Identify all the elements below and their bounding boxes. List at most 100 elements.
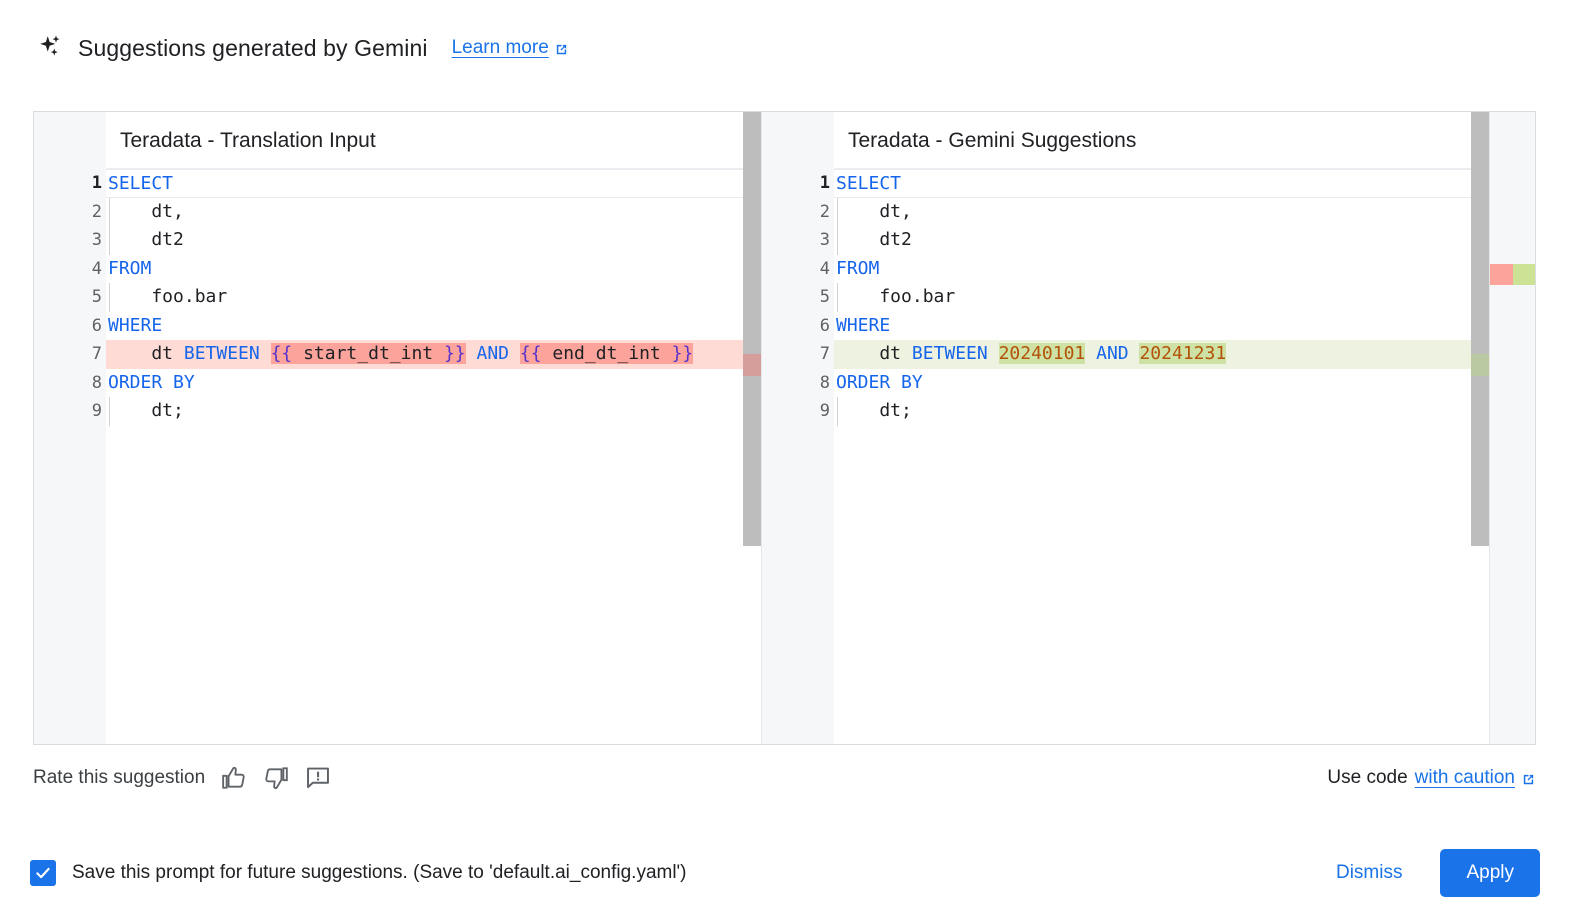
code-token: 20241231 — [1139, 343, 1227, 364]
code-token — [509, 343, 520, 364]
code-token: WHERE — [836, 314, 891, 336]
code-token: BETWEEN — [911, 343, 988, 364]
scrollbar-thumb[interactable] — [1471, 112, 1489, 546]
code-token: dt — [836, 343, 912, 364]
line-number: 1 — [91, 173, 102, 193]
footer-actions: Dismiss Apply — [1324, 849, 1540, 897]
code-line[interactable]: SELECT — [106, 169, 761, 198]
code-token: FROM — [836, 257, 880, 279]
thumb-up-icon[interactable] — [221, 765, 247, 791]
overview-marker-added — [1513, 264, 1535, 285]
code-token — [466, 343, 477, 364]
code-token: dt, — [836, 200, 912, 222]
page-title: Suggestions generated by Gemini — [78, 34, 428, 61]
thumb-down-icon[interactable] — [263, 765, 289, 791]
code-token: {{ — [519, 343, 542, 364]
learn-more-link[interactable]: Learn more — [452, 37, 569, 59]
line-number: 2 — [91, 201, 102, 222]
pane-title-left: Teradata - Translation Input — [106, 112, 761, 169]
code-token: AND — [476, 343, 510, 364]
code-token — [988, 343, 999, 364]
rate-row: Rate this suggestion Use code with cauti… — [33, 765, 1536, 791]
caution-prefix: Use code — [1327, 767, 1408, 788]
code-line[interactable]: dt, — [834, 197, 1489, 226]
line-number: 9 — [91, 401, 102, 421]
code-token: dt — [108, 343, 184, 364]
external-link-icon — [1521, 771, 1536, 786]
save-prompt-checkbox[interactable] — [30, 860, 56, 886]
vertical-scrollbar-left[interactable] — [743, 112, 761, 744]
code-token: end_dt_int — [541, 343, 672, 364]
code-line[interactable]: dt BETWEEN {{ start_dt_int }} AND {{ end… — [106, 340, 761, 369]
code-token: AND — [1096, 343, 1129, 364]
code-line[interactable]: foo.bar — [834, 283, 1489, 312]
code-line[interactable]: dt BETWEEN 20240101 AND 20241231 — [834, 340, 1489, 369]
line-number: 2 — [819, 201, 830, 222]
code-line[interactable]: FROM — [834, 255, 1489, 284]
code-token — [1129, 343, 1140, 364]
indent-guide — [109, 397, 110, 426]
code-line[interactable]: dt; — [106, 397, 761, 426]
indent-guide — [109, 226, 110, 255]
line-number: 5 — [819, 287, 830, 307]
pane-divider — [761, 112, 762, 744]
with-caution-link[interactable]: with caution — [1415, 767, 1536, 789]
scrollbar-diff-marker-added — [1471, 354, 1489, 376]
code-token: dt; — [836, 400, 912, 421]
line-number: 8 — [819, 372, 830, 393]
code-line[interactable]: WHERE — [106, 312, 761, 341]
code-token: SELECT — [836, 173, 902, 194]
suggestions-header: Suggestions generated by Gemini Learn mo… — [0, 0, 1574, 66]
external-link-icon — [554, 41, 569, 56]
line-number: 7+ — [762, 340, 845, 369]
code-line[interactable]: dt, — [106, 197, 761, 226]
line-number: 6 — [91, 315, 102, 336]
indent-guide — [837, 397, 838, 426]
report-feedback-icon[interactable] — [305, 765, 331, 791]
code-line[interactable]: foo.bar — [106, 283, 761, 312]
dismiss-button[interactable]: Dismiss — [1324, 852, 1415, 894]
code-token: FROM — [108, 257, 152, 279]
indent-guide — [837, 197, 838, 226]
pane-title-right: Teradata - Gemini Suggestions — [834, 112, 1489, 169]
save-prompt-option[interactable]: Save this prompt for future suggestions.… — [30, 860, 687, 886]
code-line[interactable]: WHERE — [834, 312, 1489, 341]
code-column-left: Teradata - Translation Input SELECT dt, … — [106, 112, 761, 744]
code-token: start_dt_int — [292, 343, 444, 364]
code-line[interactable]: FROM — [106, 255, 761, 284]
code-line[interactable]: ORDER BY — [834, 369, 1489, 398]
code-token: foo.bar — [836, 286, 956, 307]
code-line[interactable]: dt; — [834, 397, 1489, 426]
save-prompt-label: Save this prompt for future suggestions.… — [72, 862, 687, 883]
code-line[interactable]: dt2 — [834, 226, 1489, 255]
code-line[interactable]: ORDER BY — [106, 369, 761, 398]
diff-overview-ruler[interactable] — [1489, 112, 1535, 744]
indent-guide — [109, 283, 110, 312]
rate-controls: Rate this suggestion — [33, 765, 331, 791]
line-number: 5 — [91, 287, 102, 307]
indent-guide — [837, 283, 838, 312]
code-token: }} — [671, 343, 694, 364]
vertical-scrollbar-right[interactable] — [1471, 112, 1489, 744]
line-number: 6 — [819, 315, 830, 336]
code-line[interactable]: SELECT — [834, 169, 1489, 198]
code-line[interactable]: dt2 — [106, 226, 761, 255]
code-token — [260, 343, 271, 364]
code-token: dt2 — [108, 229, 184, 250]
code-token: dt; — [108, 400, 184, 421]
scrollbar-thumb[interactable] — [743, 112, 761, 546]
apply-button[interactable]: Apply — [1440, 849, 1540, 897]
code-token — [1085, 343, 1096, 364]
code-token: }} — [443, 343, 466, 364]
code-token: dt2 — [836, 229, 912, 250]
code-token: ORDER BY — [108, 371, 195, 393]
use-code-caution: Use code with caution — [1327, 767, 1536, 789]
gemini-spark-icon — [34, 33, 64, 63]
